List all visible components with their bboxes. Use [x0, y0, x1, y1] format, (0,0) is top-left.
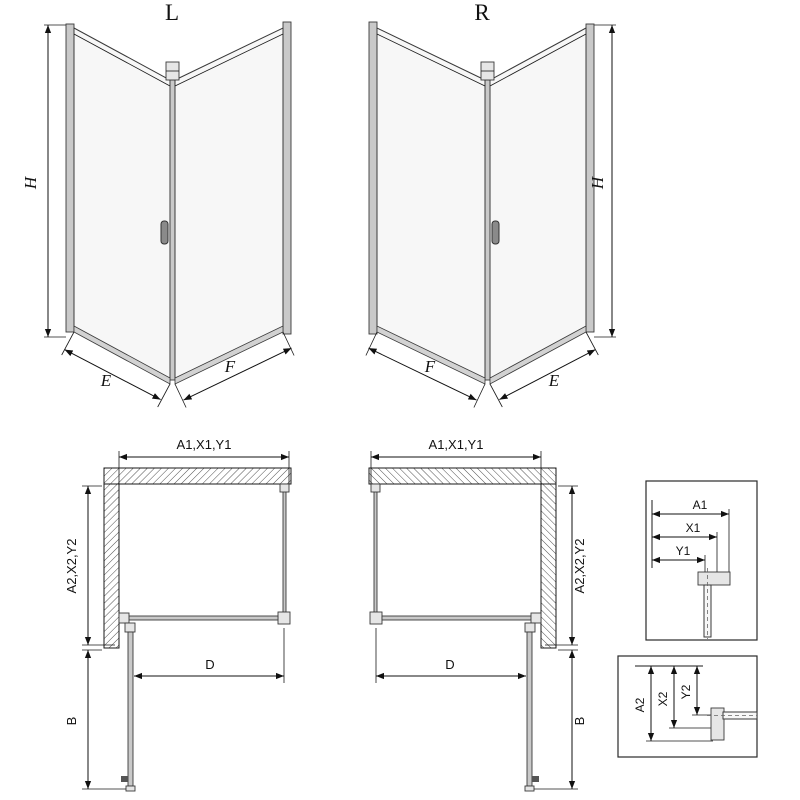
variant-label-right: R — [474, 0, 490, 25]
depth-dim-label-left: A2,X2,Y2 — [64, 539, 79, 594]
f-label-left: F — [224, 357, 236, 376]
entry-dim-label-right: D — [445, 657, 454, 672]
enclosure-3d-right — [366, 22, 616, 408]
f-label-right: F — [424, 357, 436, 376]
door-projection-label-left: B — [64, 717, 79, 726]
wall-profile-bracket — [697, 571, 731, 586]
x1-detail-label: X1 — [686, 521, 701, 535]
a2-detail-label: A2 — [633, 697, 647, 712]
variant-label-left: L — [165, 0, 179, 25]
width-dim-label-right: A1,X1,Y1 — [429, 437, 484, 452]
depth-dim-label-right: A2,X2,Y2 — [572, 539, 587, 594]
detail-box-bottom-frame — [617, 655, 758, 758]
height-label-right: H — [588, 175, 607, 190]
enclosure-3d-left — [44, 22, 294, 408]
detail-box-wall-profile — [645, 480, 758, 641]
height-label-left: H — [21, 175, 40, 190]
x2-detail-label: X2 — [656, 691, 670, 706]
a1-detail-label: A1 — [693, 498, 708, 512]
e-label-left: E — [100, 371, 112, 390]
bottom-profile-bracket — [710, 707, 725, 741]
entry-dim-label-left: D — [205, 657, 214, 672]
width-dim-label-left: A1,X1,Y1 — [177, 437, 232, 452]
plan-view-left — [82, 451, 291, 791]
e-label-right: E — [548, 371, 560, 390]
detail-box-bottom-profile — [617, 655, 758, 758]
plan-view-right — [369, 451, 578, 791]
y1-detail-label: Y1 — [676, 544, 691, 558]
door-projection-label-right: B — [572, 717, 587, 726]
y2-detail-label: Y2 — [679, 684, 693, 699]
